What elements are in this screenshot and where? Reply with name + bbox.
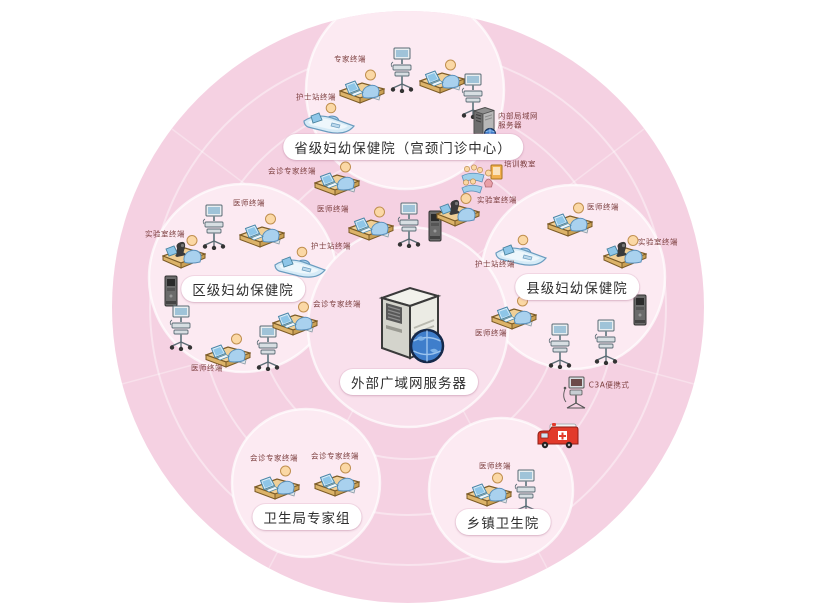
provincial-hospital-label: 省级妇幼保健院（宫颈门诊中心）: [283, 134, 523, 160]
exam-cart: [394, 202, 424, 249]
c3a-icon: [559, 376, 593, 416]
doctor-terminal: [204, 332, 252, 372]
lan-server-label: 内部局域网 服务器: [498, 111, 538, 130]
tower-icon: [631, 294, 649, 331]
exam-cart: [387, 47, 417, 94]
person-desk-icon: [546, 202, 594, 245]
nurse-station-terminal-label: 护士站终端: [475, 259, 515, 269]
tower-icon: [162, 275, 180, 312]
wan-server: [372, 284, 448, 370]
district-hospital-label: 区级妇幼保健院: [181, 276, 305, 302]
nurse-station-terminal: [302, 101, 356, 139]
person-desk-icon: [238, 213, 286, 256]
doctor-terminal-label: 医师终端: [587, 202, 619, 212]
cart-icon: [387, 47, 417, 97]
cart-icon: [199, 204, 229, 254]
nurse-station-terminal-label: 护士站终端: [296, 92, 336, 102]
lab-terminal: [161, 233, 207, 271]
c3a-portable-label: C3A便携式: [588, 380, 630, 390]
person-desk-icon: [313, 462, 361, 505]
cart-icon: [253, 325, 283, 375]
person-desk-icon: [253, 465, 301, 508]
lab-terminal: [602, 233, 648, 271]
exam-cart: [199, 204, 229, 251]
person-desk-icon: [338, 69, 386, 112]
nurse-station-terminal: [273, 245, 327, 283]
classroom-icon: [460, 164, 504, 200]
doctor-terminal: [418, 58, 466, 98]
expert-terminal: [338, 68, 386, 108]
lan-server-icon: [470, 106, 498, 147]
doctor-terminal-label: 医师终端: [479, 461, 511, 471]
person-desk-icon: [271, 301, 319, 344]
county-hospital-label: 县级妇幼保健院: [515, 274, 639, 300]
doctor-terminal: [465, 471, 513, 511]
doctor-terminal-label: 医师终端: [233, 198, 265, 208]
ambulance: [536, 422, 580, 452]
person-desk-icon: [490, 295, 538, 338]
lan-server: [470, 105, 498, 143]
township-clinic-label: 乡镇卫生院: [455, 509, 551, 535]
lab-microscope-icon: [435, 193, 481, 233]
cart-icon: [166, 305, 196, 355]
wan-server-label: 外部广域网服务器: [340, 369, 478, 395]
doctor-terminal-label: 医师终端: [317, 204, 349, 214]
c3a-portable: [559, 376, 593, 412]
lab-terminal-label: 实验室终端: [477, 195, 517, 205]
consult-expert-terminal-label: 会诊专家终端: [268, 166, 316, 176]
lab-terminal-label: 实验室终端: [145, 229, 185, 239]
person-desk-icon: [347, 206, 395, 249]
exam-cart: [458, 73, 488, 120]
cart-icon: [545, 323, 575, 373]
cart-icon: [458, 73, 488, 123]
nurse-station-terminal-label: 护士站终端: [311, 241, 351, 251]
doctor-terminal: [546, 201, 594, 241]
person-desk-icon: [204, 333, 252, 376]
training-room-label: 培训教室: [504, 159, 536, 169]
ambulance-icon: [536, 423, 580, 456]
exam-cart: [166, 305, 196, 352]
device-tower: [631, 293, 649, 327]
nurse-station-icon: [494, 234, 548, 275]
exam-cart: [591, 319, 621, 366]
person-desk-icon: [465, 472, 513, 515]
health-bureau-label: 卫生局专家组: [252, 504, 362, 530]
cart-icon: [591, 319, 621, 369]
nurse-station-terminal: [494, 233, 548, 271]
lab-microscope-icon: [602, 235, 648, 275]
person-desk-icon: [418, 59, 466, 102]
lab-terminal: [435, 191, 481, 229]
doctor-terminal: [490, 294, 538, 334]
nurse-station-icon: [273, 246, 327, 287]
person-desk-icon: [313, 161, 361, 204]
cart-icon: [394, 202, 424, 252]
consult-expert-terminal: [313, 461, 361, 501]
training-room: [460, 162, 504, 196]
consult-expert-terminal-label: 会诊专家终端: [313, 299, 361, 309]
lab-microscope-icon: [161, 235, 207, 275]
device-tower: [162, 274, 180, 308]
exam-cart: [545, 323, 575, 370]
doctor-terminal: [238, 212, 286, 252]
expert-terminal-label: 专家终端: [334, 54, 366, 64]
consult-expert-terminal: [253, 464, 301, 504]
lab-terminal-label: 实验室终端: [638, 237, 678, 247]
nurse-station-icon: [302, 102, 356, 143]
consult-expert-terminal: [271, 300, 319, 340]
exam-cart: [253, 325, 283, 372]
consult-expert-terminal-label: 会诊专家终端: [311, 451, 359, 461]
wan-server-icon: [372, 286, 448, 374]
doctor-terminal-label: 医师终端: [191, 363, 223, 373]
doctor-terminal-label: 医师终端: [475, 328, 507, 338]
consult-expert-terminal-label: 会诊专家终端: [250, 453, 298, 463]
doctor-terminal: [347, 205, 395, 245]
consult-expert-terminal: [313, 160, 361, 200]
